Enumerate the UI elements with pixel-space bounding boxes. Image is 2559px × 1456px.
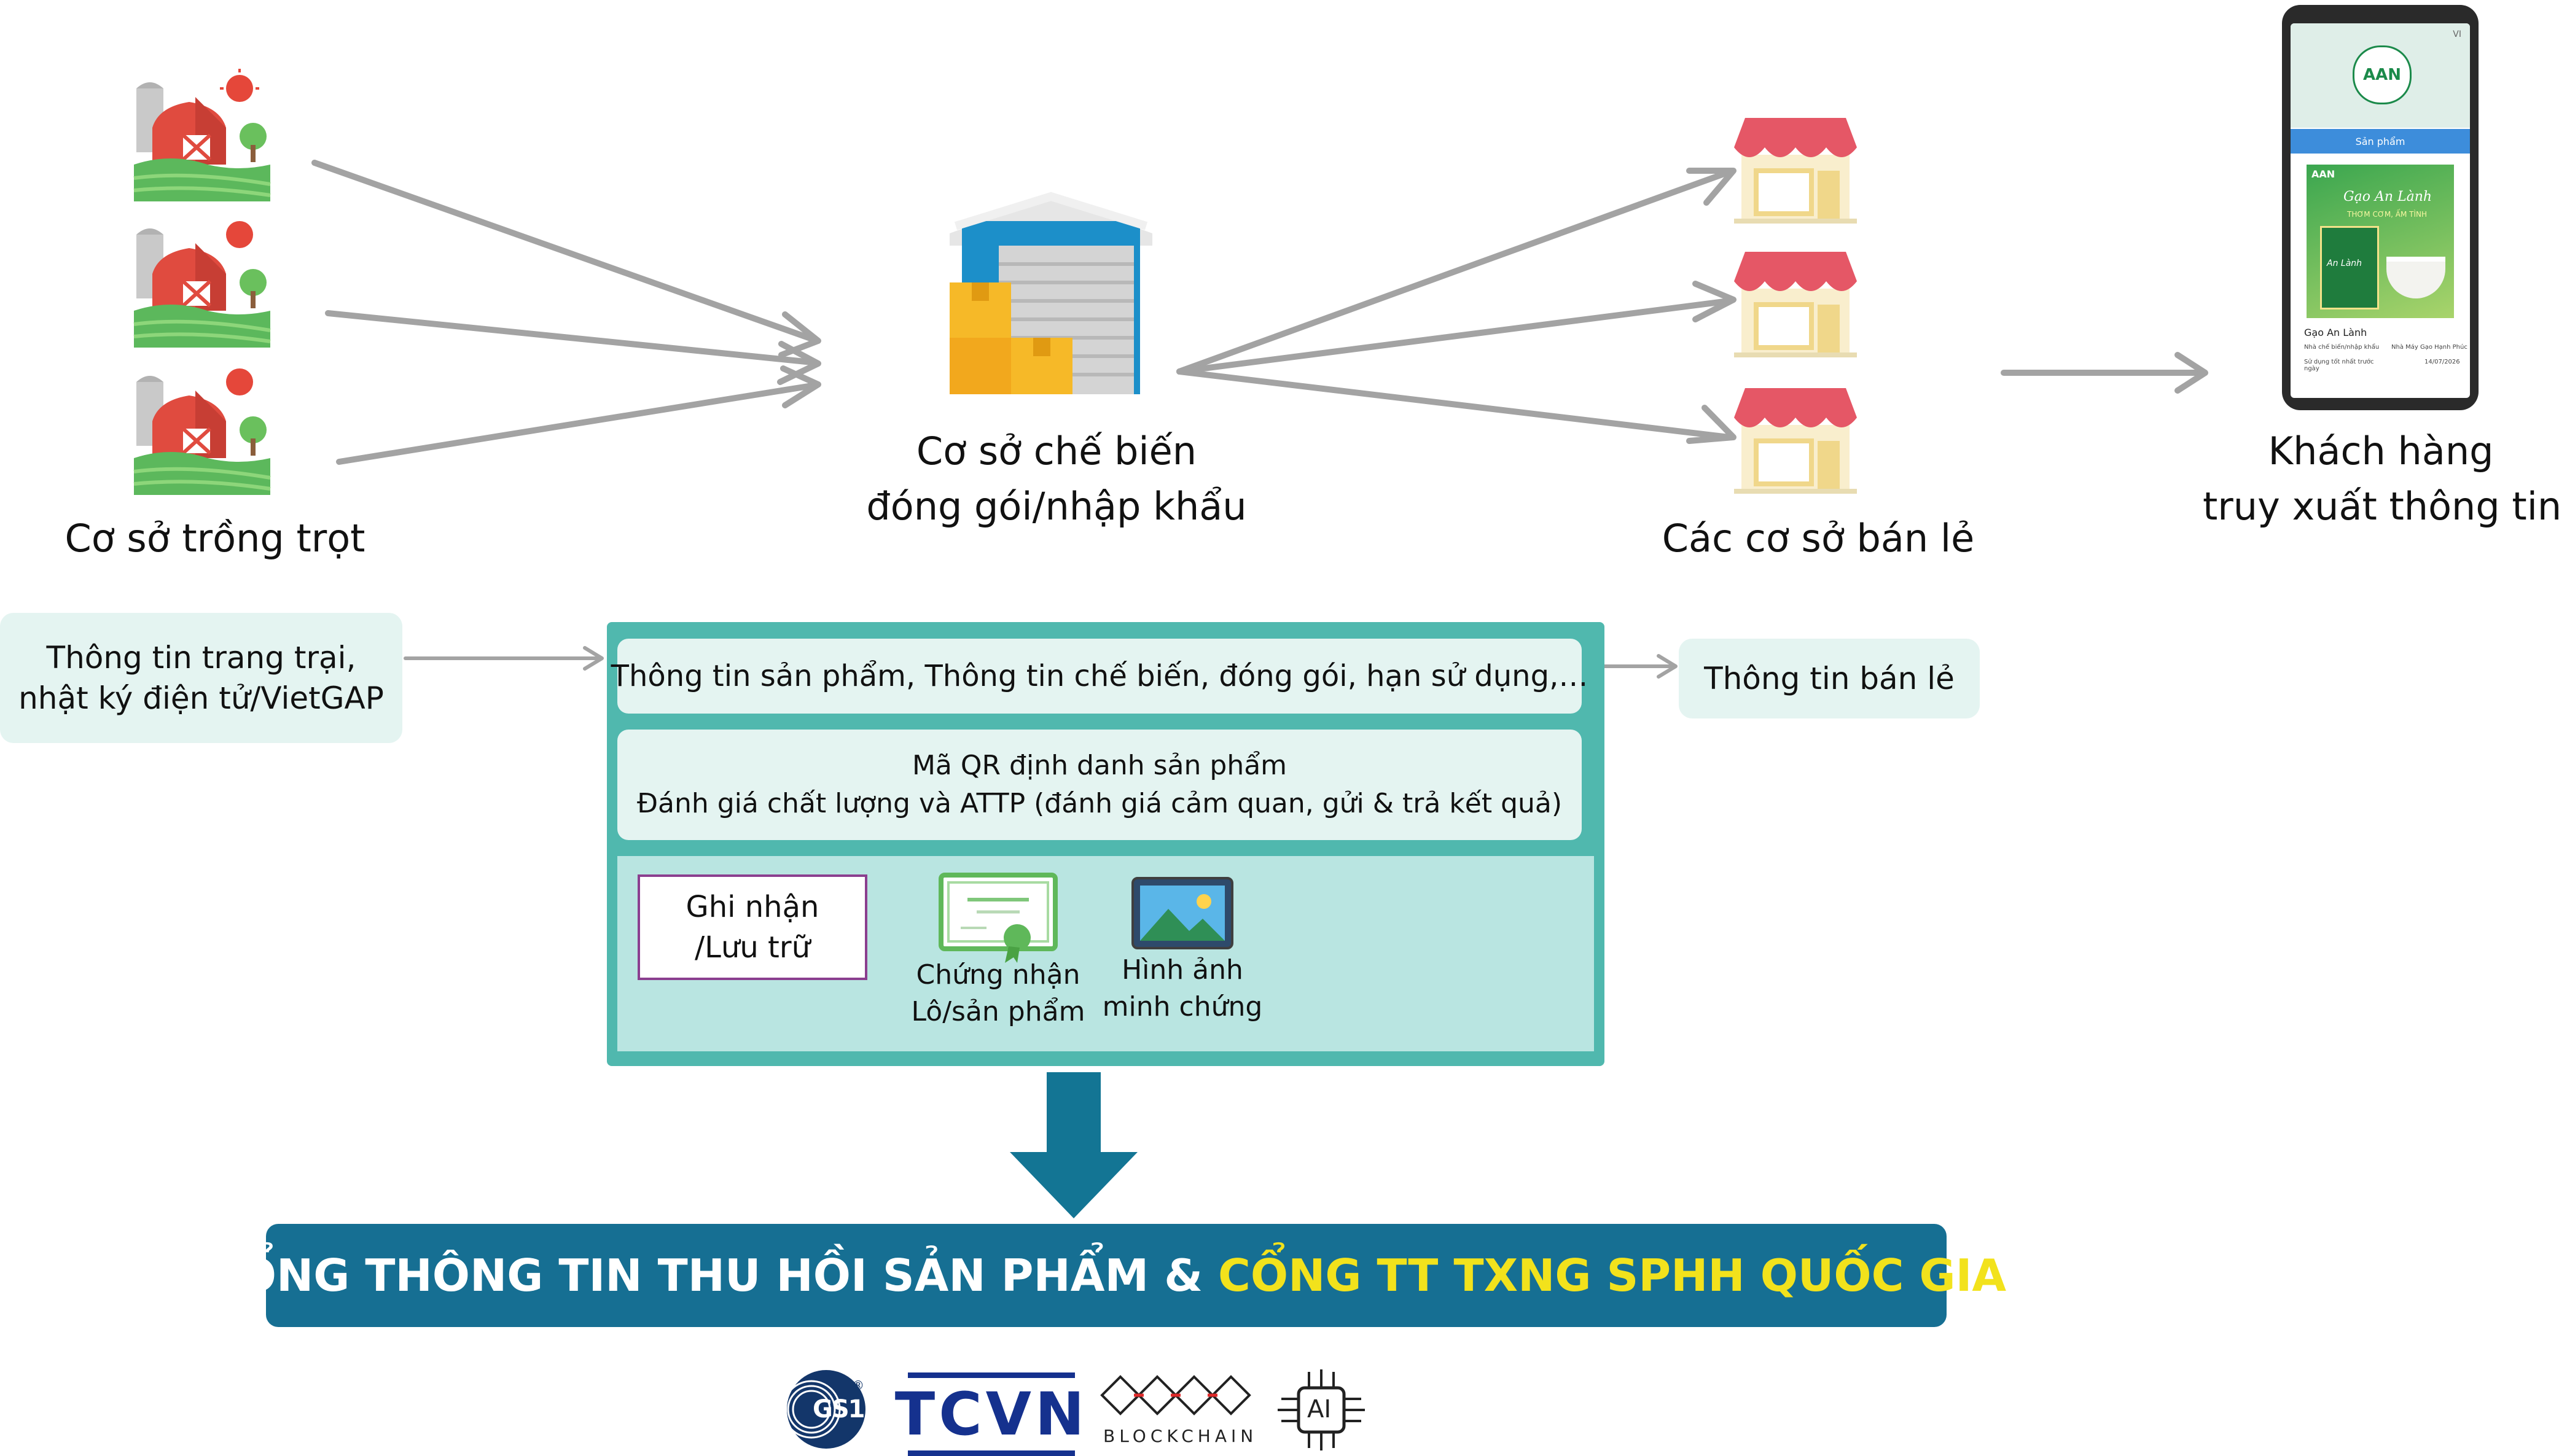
aan-logo: AAN	[2353, 45, 2412, 104]
pack-brand: AAN	[2311, 168, 2335, 180]
shop-icon	[1734, 252, 1857, 357]
retail-info-text: Thông tin bán lẻ	[1704, 661, 1955, 696]
processing-stage-line1: Cơ sở chế biến	[916, 429, 1197, 473]
retail-info-box: Thông tin bán lẻ	[1679, 639, 1980, 718]
national-portal-banner: CỔNG THÔNG TIN THU HỒI SẢN PHẨM & CỔNG T…	[206, 1224, 2006, 1327]
phone-tab[interactable]: Sản phẩm	[2291, 129, 2470, 154]
arrow-farm3-to-processing	[336, 383, 815, 465]
image-line2: minh chứng	[1102, 991, 1263, 1022]
farm-info-line2: nhật ký điện tử/VietGAP	[18, 680, 384, 716]
product-image: AAN Gạo An Lành THƠM CƠM, ẤM TÌNH An Làn…	[2307, 165, 2454, 318]
product-info-box: Thông tin sản phẩm, Thông tin chế biến, …	[611, 639, 1588, 714]
customer-stage-line1: Khách hàng	[2268, 429, 2494, 473]
farm-icon	[133, 69, 271, 201]
product-name: Gạo An Lành	[2304, 327, 2367, 338]
down-arrow-icon	[1010, 1072, 1138, 1218]
farm-stage-line1: Cơ sở trồng trọt	[64, 516, 365, 561]
pack-title: Gạo An Lành	[2343, 189, 2432, 204]
farm-icon	[133, 368, 271, 495]
farm-stage-label: Cơ sở trồng trọt	[37, 511, 393, 566]
arrow-farm1-to-processing	[311, 160, 815, 342]
gs1-reg: ®	[852, 1378, 864, 1393]
farm-info-line1: Thông tin trang trại,	[46, 640, 356, 675]
certificate-label: Chứng nhận Lô/sản phẩm	[891, 957, 1106, 1030]
record-line2: /Lưu trữ	[695, 930, 810, 965]
blockchain-chain-graphic	[1100, 1375, 1251, 1415]
qr-info-line1: Mã QR định danh sản phẩm	[912, 750, 1287, 781]
blockchain-text: BLOCKCHAIN	[1103, 1426, 1258, 1446]
farm-graphic	[133, 69, 271, 201]
phone-screen: VI AAN Sản phẩm AAN Gạo An Lành THƠM CƠM…	[2291, 23, 2470, 398]
shop-icon	[1734, 118, 1857, 224]
qr-info-line2: Đánh giá chất lượng và ATTP (đánh giá cả…	[636, 788, 1563, 819]
processing-stage-line2: đóng gói/nhập khẩu	[866, 484, 1247, 529]
rice-bowl	[2386, 257, 2445, 298]
phone-tab-label: Sản phẩm	[2355, 135, 2405, 147]
customer-stage-label: Khách hàng truy xuất thông tin	[2203, 424, 2559, 534]
qr-info-box: Mã QR định danh sản phẩm Đánh giá chất l…	[617, 730, 1582, 840]
cert-line1: Chứng nhận	[916, 959, 1080, 991]
row1-label: Nhà chế biến/nhập khẩu	[2304, 344, 2380, 351]
arrow-processing-to-shop3	[1176, 368, 1732, 440]
gs1-logo: GS1 ®	[782, 1368, 894, 1454]
row2-label: Sử dụng tốt nhất trước ngày	[2304, 359, 2374, 372]
customer-stage-line2: truy xuất thông tin	[2203, 484, 2559, 529]
image-line1: Hình ảnh	[1122, 954, 1243, 986]
pack-subtitle: THƠM CƠM, ẤM TÌNH	[2347, 210, 2428, 219]
cert-line2: Lô/sản phẩm	[911, 996, 1085, 1027]
blockchain-logo: BLOCKCHAIN	[1092, 1371, 1258, 1450]
record-storage-box: Ghi nhận /Lưu trữ	[638, 874, 867, 980]
tcvn-text: TCVN	[894, 1380, 1088, 1449]
picture-label: Hình ảnh minh chứng	[1081, 952, 1284, 1026]
rice-pack: An Lành	[2320, 226, 2379, 309]
banner-part1: CỔNG THÔNG TIN THU HỒI SẢN PHẨM &	[206, 1250, 1219, 1301]
ai-chip-graphic	[1278, 1369, 1365, 1450]
certificate-icon	[939, 873, 1058, 963]
phone-header: VI AAN	[2291, 23, 2470, 128]
arrow-processing-to-shop2	[1176, 298, 1732, 375]
ai-text: AI	[1307, 1395, 1332, 1423]
farm-icon	[133, 221, 271, 348]
pack-tag: An Lành	[2327, 259, 2362, 268]
aan-logo-text: AAN	[2362, 66, 2401, 84]
phone-lang[interactable]: VI	[2453, 29, 2461, 39]
tcvn-logo: TCVN	[895, 1372, 1084, 1456]
row2-value: 14/07/2026	[2424, 359, 2460, 365]
picture-icon	[1131, 877, 1233, 949]
retail-stage-line1: Các cơ sở bán lẻ	[1662, 516, 1975, 561]
farm-info-box: Thông tin trang trại, nhật ký điện tử/Vi…	[0, 613, 402, 743]
shop-icon	[1734, 388, 1857, 494]
ai-logo: AI	[1275, 1367, 1367, 1453]
warehouse-icon	[950, 192, 1152, 394]
banner-part2: CỔNG TT TXNG SPHH QUỐC GIA	[1218, 1250, 2007, 1301]
record-line1: Ghi nhận	[686, 890, 819, 924]
smartphone-icon: VI AAN Sản phẩm AAN Gạo An Lành THƠM CƠM…	[2282, 5, 2479, 410]
arrow-farm2-to-processing	[325, 310, 815, 365]
processing-stage-label: Cơ sở chế biến đóng gói/nhập khẩu	[811, 424, 1302, 534]
product-info-text: Thông tin sản phẩm, Thông tin chế biến, …	[611, 659, 1588, 693]
gs1-text: GS1	[813, 1395, 865, 1423]
retail-stage-label: Các cơ sở bán lẻ	[1603, 511, 2033, 566]
gs1-logo-graphic	[782, 1370, 865, 1449]
arrow-processing-to-shop1	[1176, 169, 1732, 375]
row1-value: Nhà Máy Gạo Hạnh Phúc	[2391, 344, 2467, 351]
